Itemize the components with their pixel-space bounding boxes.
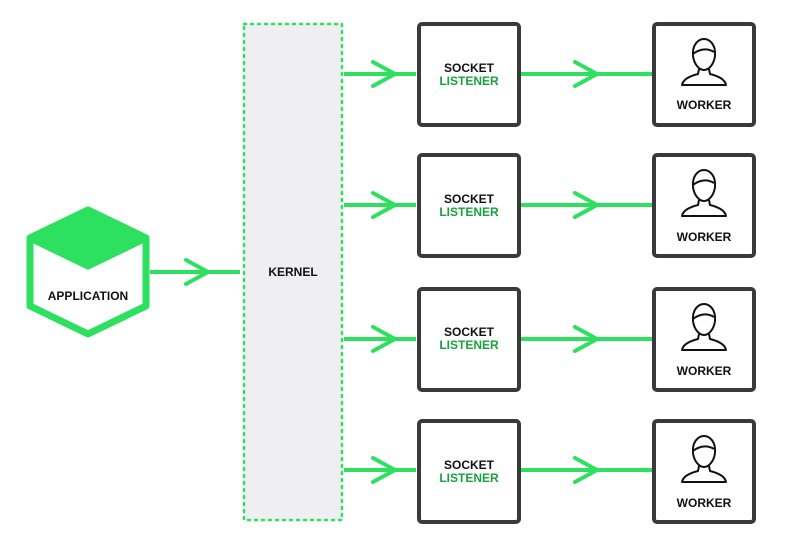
person-icon <box>681 303 727 351</box>
row-2: SOCKET LISTENER WORKER <box>344 153 756 258</box>
chevron-arrow-icon <box>371 325 397 353</box>
application-node: APPLICATION <box>26 206 150 338</box>
worker-box: WORKER <box>652 22 756 127</box>
chevron-arrow-icon <box>371 191 397 219</box>
row-3: SOCKET LISTENER WORKER <box>344 287 756 392</box>
row-4: SOCKET LISTENER WORKER <box>344 419 756 524</box>
listener-label-line2: LISTENER <box>439 471 499 485</box>
listener-label-line1: SOCKET <box>444 458 495 472</box>
listener-to-worker-arrow <box>521 191 652 219</box>
chevron-arrow-icon <box>371 60 397 88</box>
listener-label-line1: SOCKET <box>444 192 495 206</box>
row-1: SOCKET LISTENER WORKER <box>344 22 756 127</box>
person-icon <box>681 169 727 217</box>
listener-label-line2: LISTENER <box>439 74 499 88</box>
chevron-arrow-icon <box>573 60 599 88</box>
socket-listener-box: SOCKET LISTENER <box>417 22 521 127</box>
chevron-arrow-icon <box>573 456 599 484</box>
worker-box: WORKER <box>652 287 756 392</box>
listener-to-worker-arrow <box>521 325 652 353</box>
chevron-arrow-icon <box>573 325 599 353</box>
chevron-arrow-icon <box>371 456 397 484</box>
worker-label: WORKER <box>677 230 732 244</box>
worker-label: WORKER <box>677 98 732 112</box>
kernel-to-listener-arrow <box>344 456 416 484</box>
socket-listener-box: SOCKET LISTENER <box>417 287 521 392</box>
kernel-to-listener-arrow <box>344 325 416 353</box>
listener-label-line1: SOCKET <box>444 61 495 75</box>
chevron-arrow-icon <box>184 258 210 286</box>
kernel-box <box>242 22 344 522</box>
socket-listener-box: SOCKET LISTENER <box>417 419 521 524</box>
listener-to-worker-arrow <box>521 456 652 484</box>
kernel-label: KERNEL <box>268 265 317 279</box>
hexagon-cube-icon <box>26 206 150 338</box>
app-to-kernel-arrow <box>150 258 240 286</box>
worker-box: WORKER <box>652 153 756 258</box>
worker-label: WORKER <box>677 496 732 510</box>
listener-to-worker-arrow <box>521 60 652 88</box>
kernel-node: KERNEL <box>242 22 344 522</box>
listener-label-line2: LISTENER <box>439 338 499 352</box>
application-label: APPLICATION <box>48 289 128 303</box>
kernel-to-listener-arrow <box>344 60 416 88</box>
person-icon <box>681 435 727 483</box>
worker-label: WORKER <box>677 364 732 378</box>
chevron-arrow-icon <box>573 191 599 219</box>
socket-listener-box: SOCKET LISTENER <box>417 153 521 258</box>
worker-box: WORKER <box>652 419 756 524</box>
person-icon <box>681 38 727 86</box>
kernel-to-listener-arrow <box>344 191 416 219</box>
listener-label-line2: LISTENER <box>439 205 499 219</box>
listener-label-line1: SOCKET <box>444 325 495 339</box>
